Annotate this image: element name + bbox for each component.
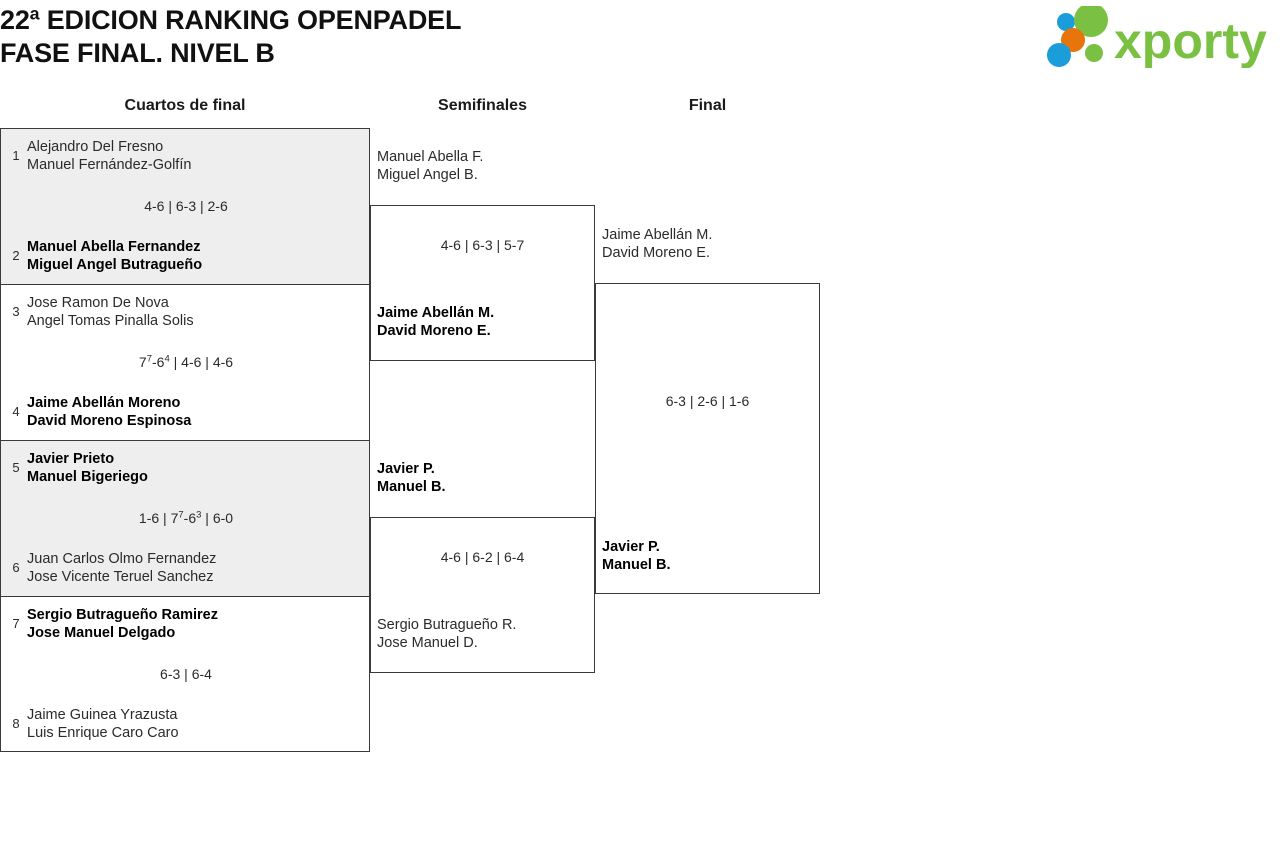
match-score: 4-6 | 6-3 | 2-6 [144,198,228,214]
column-header-quarterfinals: Cuartos de final [124,97,246,114]
match-final[interactable] [595,283,820,594]
team-bottom: Jaime Abellán Moreno David Moreno Espino… [27,394,191,430]
player-name: Manuel Bigeriego [27,469,148,485]
match-qf-2[interactable]: 3 Jose Ramon De Nova Angel Tomas Pinalla… [0,284,370,440]
match-score: 1-6 | 77-63 | 6-0 [1,510,371,526]
sf-2-score: 4-6 | 6-2 | 6-4 [440,549,525,565]
seed-number: 5 [12,460,20,475]
sf-1-team-bottom: Jaime Abellán M. David Moreno E. [377,304,494,340]
player-name: Jaime Abellán M. [377,305,495,321]
player-name: Manuel B. [602,557,671,573]
seed-number: 4 [12,404,20,419]
player-name: Javier Prieto [27,451,115,467]
sf-2-team-bottom: Sergio Butragueño R. Jose Manuel D. [377,616,516,652]
score-set-1: 1-6 | 77-63 [138,509,202,526]
sf-1-team-top: Manuel Abella F. Miguel Angel B. [377,148,483,184]
column-header-final: Final [688,97,727,114]
round-quarterfinals: 1 Alejandro Del Fresno Manuel Fernández-… [0,128,370,752]
team-top: Jose Ramon De Nova Angel Tomas Pinalla S… [27,294,194,330]
seed-number: 3 [12,304,20,319]
sf-2-team-top: Javier P. Manuel B. [377,460,445,496]
player-name: David Moreno E. [377,323,491,339]
score-rest: | 6-0 [201,510,234,526]
match-score: 77-64 | 4-6 | 4-6 [1,354,371,370]
logo-dots-icon [1047,6,1108,67]
team-top: Javier Prieto Manuel Bigeriego [27,450,148,486]
player-name: Javier P. [602,539,660,555]
sf-1-score: 4-6 | 6-3 | 5-7 [440,237,525,253]
player-name: Juan Carlos Olmo Fernandez [27,551,217,567]
player-name: Jaime Abellán Moreno [27,395,181,411]
column-header-semifinals: Semifinales [438,97,527,114]
player-name: Miguel Angel Butragueño [27,257,203,273]
player-name: Manuel B. [377,479,446,495]
match-sf-2[interactable] [370,517,595,673]
match-score: 6-3 | 6-4 [160,666,212,682]
seed-number: 8 [12,716,20,731]
page-title: 22ª EDICION RANKING OPENPADEL FASE FINAL… [0,0,900,70]
player-name: Jaime Abellán M. [602,227,713,243]
team-top: Sergio Butragueño Ramirez Jose Manuel De… [27,606,218,642]
seed-number: 6 [12,560,20,575]
score-rest: | 4-6 | 4-6 [169,354,234,370]
player-name: Jaime Guinea Yrazusta [27,707,178,723]
player-name: David Moreno E. [602,245,710,261]
player-name: Javier P. [377,461,435,477]
player-name: Manuel Abella F. [377,149,484,165]
player-name: Manuel Fernández-Golfín [27,157,192,173]
player-name: David Moreno Espinosa [27,413,192,429]
final-team-top: Jaime Abellán M. David Moreno E. [602,226,712,262]
player-name: Jose Manuel D. [377,635,478,651]
title-line-1: 22ª EDICION RANKING OPENPADEL [0,5,462,35]
player-name: Jose Manuel Delgado [27,625,176,641]
logo-wordmark: xporty [1114,13,1267,68]
team-bottom: Juan Carlos Olmo Fernandez Jose Vicente … [27,550,216,586]
team-bottom: Jaime Guinea Yrazusta Luis Enrique Caro … [27,706,179,742]
match-qf-3[interactable]: 5 Javier Prieto Manuel Bigeriego 1-6 | 7… [0,440,370,596]
team-top: Alejandro Del Fresno Manuel Fernández-Go… [27,138,191,174]
player-name: Miguel Angel B. [377,167,478,183]
match-sf-1[interactable] [370,205,595,361]
match-qf-1[interactable]: 1 Alejandro Del Fresno Manuel Fernández-… [0,128,370,284]
player-name: Sergio Butragueño Ramirez [27,607,218,623]
player-name: Jose Ramon De Nova [27,295,169,311]
team-bottom: Manuel Abella Fernandez Miguel Angel But… [27,238,202,274]
title-line-2: FASE FINAL. NIVEL B [0,38,275,68]
seed-number: 1 [12,148,20,163]
final-score: 6-3 | 2-6 | 1-6 [665,393,750,409]
seed-number: 2 [12,248,20,263]
player-name: Alejandro Del Fresno [27,139,164,155]
xporty-logo: xporty [1046,6,1276,68]
match-qf-4[interactable]: 7 Sergio Butragueño Ramirez Jose Manuel … [0,596,370,752]
player-name: Sergio Butragueño R. [377,617,517,633]
player-name: Manuel Abella Fernandez [27,239,201,255]
player-name: Angel Tomas Pinalla Solis [27,313,194,329]
player-name: Luis Enrique Caro Caro [27,725,179,741]
score-set-1: 77-64 [138,353,170,370]
seed-number: 7 [12,616,20,631]
final-team-bottom: Javier P. Manuel B. [602,538,670,574]
player-name: Jose Vicente Teruel Sanchez [27,569,214,585]
